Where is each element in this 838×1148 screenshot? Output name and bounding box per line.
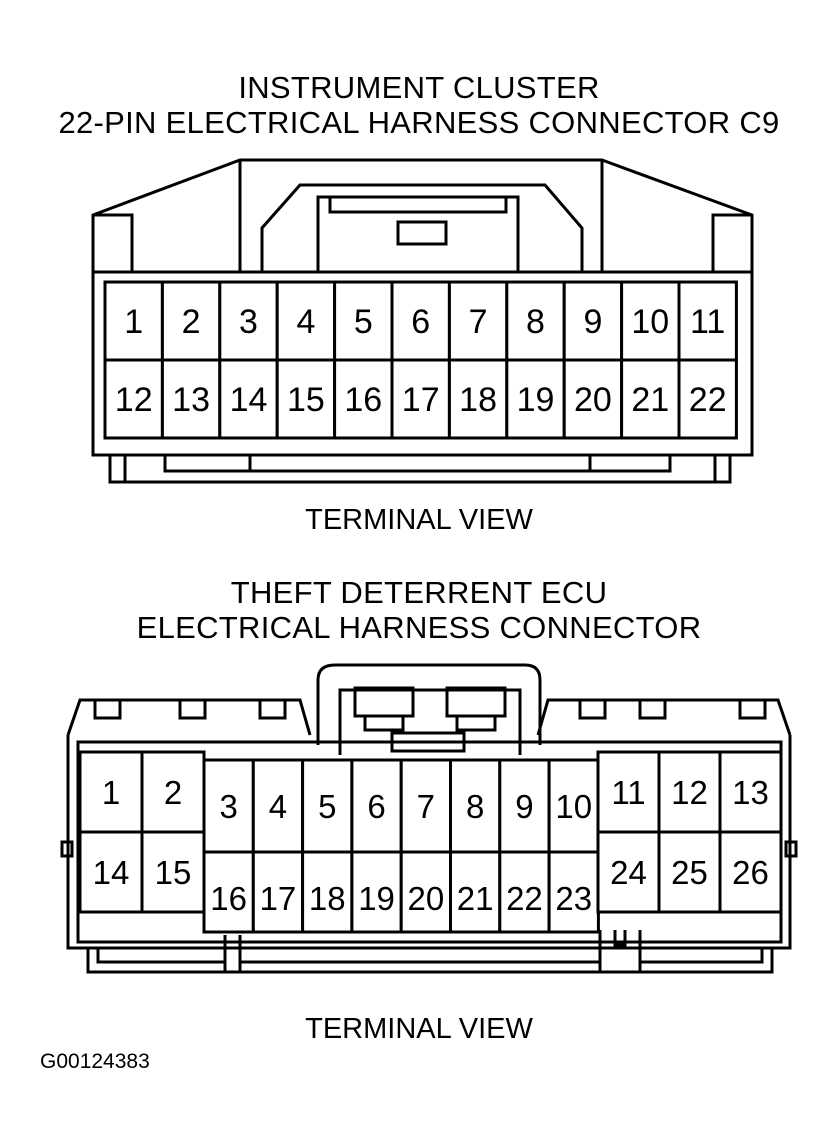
pin-number: 3	[239, 303, 258, 341]
pin-number: 25	[671, 854, 708, 891]
pin-cavity	[390, 358, 451, 440]
pin-number: 4	[296, 303, 315, 341]
connector1-caption: TERMINAL VIEW	[305, 504, 533, 536]
pin-cavity	[657, 750, 722, 834]
pin-number: 19	[358, 880, 395, 917]
pin-number: 9	[583, 303, 602, 341]
pin-cavity	[399, 850, 453, 934]
pin-number: 24	[610, 854, 647, 891]
pin-cavity	[718, 750, 783, 834]
pin-cavity	[333, 358, 394, 440]
pin-cavity	[275, 280, 337, 362]
pin-number: 20	[407, 880, 444, 917]
pin-cavity	[596, 750, 661, 834]
pin-number: 15	[287, 381, 325, 419]
pin-number: 12	[115, 381, 153, 419]
connector1-housing	[91, 158, 754, 484]
pin-number: 10	[555, 788, 592, 825]
pin-cavity	[505, 358, 566, 440]
pin-number: 7	[417, 788, 435, 825]
pin-cavity	[547, 850, 600, 934]
pin-number: 9	[515, 788, 533, 825]
connector1-title-line2: 22-PIN ELECTRICAL HARNESS CONNECTOR C9	[58, 105, 780, 140]
pin-number: 26	[732, 854, 769, 891]
pin-number: 16	[344, 381, 382, 419]
pin-cavity	[447, 358, 509, 440]
pin-number: 18	[309, 880, 346, 917]
pin-number: 4	[269, 788, 287, 825]
pin-cavity	[657, 830, 722, 914]
pin-cavity	[350, 850, 403, 934]
pin-cavity	[140, 830, 206, 914]
pin-cavity	[301, 758, 354, 854]
connector2-title-line1: THEFT DETERRENT ECU	[230, 575, 608, 610]
connector2-caption: TERMINAL VIEW	[305, 1013, 533, 1045]
pin-number: 17	[402, 381, 440, 419]
pin-number: 13	[172, 381, 210, 419]
pin-number: 23	[555, 880, 592, 917]
pin-cavity	[251, 758, 305, 854]
pin-cavity	[677, 280, 738, 362]
pin-cavity	[78, 750, 144, 834]
pin-number: 16	[210, 880, 247, 917]
pin-number: 18	[459, 381, 497, 419]
pin-number: 14	[230, 381, 268, 419]
pin-cavity	[103, 358, 164, 440]
pin-cavity	[449, 850, 502, 934]
pin-number: 5	[354, 303, 373, 341]
pin-cavity	[218, 358, 279, 440]
pin-cavity	[620, 280, 681, 362]
pin-number: 20	[574, 381, 612, 419]
pin-number: 22	[689, 381, 727, 419]
pin-cavity	[718, 830, 783, 914]
pin-number: 2	[164, 774, 182, 811]
pin-cavity	[620, 358, 681, 440]
pin-number: 14	[93, 854, 130, 891]
pin-cavity	[275, 358, 337, 440]
pin-number: 11	[611, 774, 645, 811]
figure-id: G00124383	[40, 1050, 150, 1073]
pin-cavity	[140, 750, 206, 834]
pin-number: 5	[318, 788, 336, 825]
pin-cavity	[562, 280, 624, 362]
pin-number: 11	[690, 303, 725, 341]
pin-cavity	[677, 358, 738, 440]
pin-number: 21	[631, 381, 669, 419]
pin-number: 6	[411, 303, 430, 341]
pin-number: 8	[466, 788, 484, 825]
pin-number: 22	[506, 880, 543, 917]
pin-number: 15	[155, 854, 192, 891]
pin-number: 3	[219, 788, 237, 825]
pin-cavity	[498, 758, 551, 854]
pin-cavity	[251, 850, 305, 934]
connector2-title-line2: ELECTRICAL HARNESS CONNECTOR	[136, 610, 702, 645]
pin-cavity	[498, 850, 551, 934]
pin-cavity	[301, 850, 354, 934]
pin-number: 8	[526, 303, 545, 341]
pin-number: 10	[631, 303, 669, 341]
pin-number: 19	[517, 381, 555, 419]
pin-number: 12	[671, 774, 708, 811]
pin-number: 7	[469, 303, 488, 341]
pin-number: 13	[732, 774, 769, 811]
pin-number: 17	[260, 880, 297, 917]
pin-cavity	[78, 830, 144, 914]
pin-number: 1	[124, 303, 143, 341]
pin-number: 2	[182, 303, 201, 341]
pin-cavity	[447, 280, 509, 362]
pin-number: 6	[367, 788, 385, 825]
pin-number: 1	[102, 774, 120, 811]
pin-cavity	[160, 358, 222, 440]
connector1-title-line1: INSTRUMENT CLUSTER	[238, 70, 600, 105]
pin-number: 21	[457, 880, 494, 917]
